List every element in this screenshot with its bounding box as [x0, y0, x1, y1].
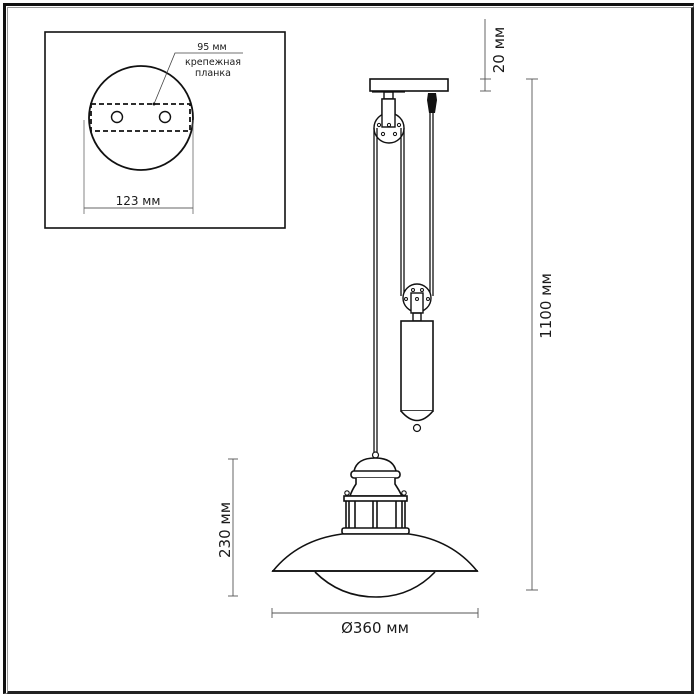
total-height-label: 1100 мм [537, 273, 555, 339]
inset-border [44, 31, 286, 229]
plate-width-label: 95 мм [197, 42, 226, 53]
lamp-head [271, 451, 479, 598]
shade-diameter-label: Ø360 мм [341, 619, 409, 637]
canopy-height-label: 20 мм [490, 27, 508, 74]
suspension-cables [373, 113, 434, 452]
cord-grip [427, 93, 437, 113]
top-pulley [373, 91, 405, 144]
plate-name-line2: планка [195, 68, 231, 79]
canopy-diameter-label: 123 мм [116, 194, 161, 208]
mounting-hole-right [158, 110, 172, 124]
mounting-hole-left [110, 110, 124, 124]
lower-pulley [402, 283, 432, 322]
plate-name-line1: крепежная [185, 57, 241, 68]
inner-frame [7, 7, 694, 694]
dimension-lines [228, 19, 538, 618]
shade-height-label: 230 мм [216, 502, 234, 558]
canopy-circle [88, 65, 194, 171]
mounting-plate-dashed [90, 103, 191, 132]
canopy-top-view-inset: 95 мм крепежная планка 123 мм [44, 31, 286, 229]
leader-line [153, 52, 243, 105]
counterweight [400, 320, 434, 433]
